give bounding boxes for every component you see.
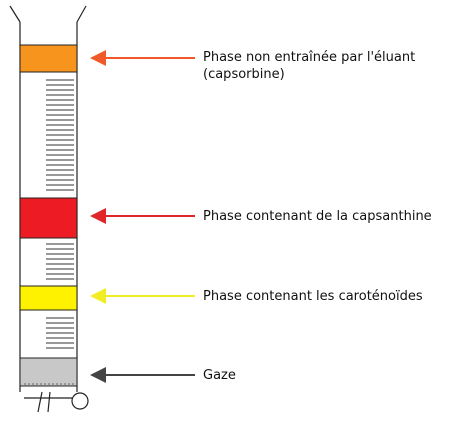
- column-top-right-flare: [76, 5, 87, 23]
- label-carotenoid-phase: Phase contenant les caroténoïdes: [203, 289, 423, 304]
- outlet-tip-left: [37, 391, 43, 413]
- band-unretained-phase: [19, 44, 78, 73]
- arrow-gauze: [90, 367, 195, 383]
- label-unretained-line2: (capsorbine): [203, 67, 285, 82]
- column-top-left-flare: [9, 5, 21, 23]
- stopcock-handle: [71, 392, 89, 410]
- label-unretained-phase: Phase non entraînée par l'éluant (capsor…: [203, 49, 415, 83]
- column-packing-hatching: [46, 79, 74, 349]
- band-capsanthin-phase: [19, 197, 78, 239]
- label-unretained-line1: Phase non entraînée par l'éluant: [203, 50, 416, 65]
- outlet-tip-right: [47, 391, 51, 413]
- label-gauze: Gaze: [203, 368, 236, 383]
- arrow-carotenoid-phase: [90, 288, 195, 304]
- stopcock: [24, 391, 89, 413]
- arrow-unretained-phase: [90, 50, 195, 66]
- arrow-capsanthin-phase: [90, 208, 195, 224]
- band-carotenoid-phase: [19, 285, 78, 311]
- label-capsanthin-phase: Phase contenant de la capsanthine: [203, 209, 432, 224]
- band-gauze: [19, 357, 78, 387]
